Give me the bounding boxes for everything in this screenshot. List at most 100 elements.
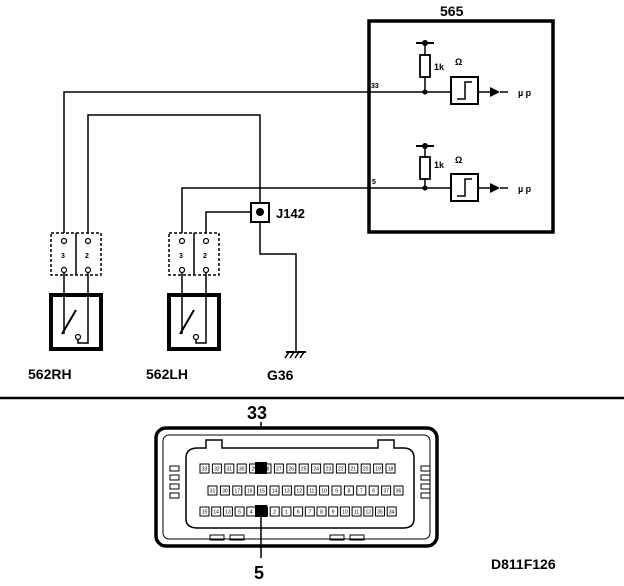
input-circuit-33: 1k Ω 33 µ p (369, 40, 532, 105)
figure-id: D811F126 (491, 556, 556, 572)
connector-pin (207, 485, 218, 496)
module-title: 565 (440, 3, 464, 19)
pullup-resistor (419, 156, 431, 180)
ground-g36: G36 (267, 351, 306, 383)
connector-pin-number: 11 (354, 510, 359, 516)
trigger-symbol-icon (457, 178, 472, 197)
connector-pin (381, 485, 392, 496)
ground-label: G36 (267, 367, 294, 383)
connector-pin (211, 506, 222, 517)
door-switch-562lh: 3 2 562LH (146, 232, 221, 382)
connector-pin-number: 25 (301, 467, 307, 473)
connector-pin (219, 485, 230, 496)
connector-ribs (169, 465, 431, 541)
connector-pin (319, 485, 330, 496)
connector-pin-number: 17 (235, 489, 241, 495)
wire-rh-to-j142 (87, 114, 261, 237)
connector-pin (316, 506, 327, 517)
connector-pin (348, 463, 359, 474)
resistor-label: 1k (434, 62, 445, 72)
connector-pin-number: 37 (383, 489, 389, 495)
connector-pin (281, 506, 292, 517)
connector-pin-number: 9 (335, 489, 338, 495)
connector-pin (368, 485, 379, 496)
connector-pin (306, 485, 317, 496)
terminal-label: 2 (203, 253, 207, 260)
connector-pin (236, 463, 247, 474)
connector-pin-number: 8 (348, 489, 351, 495)
connector-pin (363, 506, 374, 517)
connector-pin-number: 12 (297, 489, 303, 495)
connector-pin-number: 15 (202, 510, 208, 516)
arrow-right-icon (490, 87, 500, 97)
connector-pin-number: 35 (377, 510, 383, 516)
connector-pin-number: 9 (332, 510, 335, 516)
connector-pin-number: 12 (366, 510, 372, 516)
connector-pin-number: 16 (247, 489, 253, 495)
connector-pin (335, 463, 346, 474)
connector-pin (339, 506, 350, 517)
trigger-symbol-icon (457, 81, 472, 100)
connector-pin-number: 20 (363, 467, 369, 473)
connector-pin-number: 1 (285, 510, 288, 516)
connector-pin-number: 4 (250, 510, 253, 516)
connector-pin-number: 31 (227, 467, 233, 473)
ecu-connector-view: 33 33323130292827262524232221201918 3130… (154, 403, 439, 583)
connector-pin-number: 36 (396, 489, 402, 495)
highlighted-pin-33 (255, 462, 267, 474)
connector-pin (311, 463, 322, 474)
connector-pin (385, 463, 396, 474)
connector-pin-number: 26 (289, 467, 295, 473)
terminal-label: 2 (85, 253, 89, 260)
wire-lh-to-pin-5 (181, 187, 369, 237)
connector-pin (356, 485, 367, 496)
pin-row-3: 1514135432167891011123534 (199, 506, 397, 517)
connector-pin (286, 463, 297, 474)
wire-j142-to-ground (259, 222, 297, 352)
connector-pin (343, 485, 354, 496)
connector-face (185, 439, 415, 529)
connector-pin (323, 463, 334, 474)
connector-pin (199, 506, 210, 517)
connector-pin (375, 506, 385, 517)
resistor-label: 1k (434, 160, 445, 170)
junction-j142: J142 (250, 202, 305, 223)
connector-pin-number: 13 (284, 489, 290, 495)
connector-pin (351, 506, 362, 517)
connector-pin (222, 506, 233, 517)
wire-rh-to-pin-33 (63, 91, 369, 237)
connector-pin-number: 19 (375, 467, 381, 473)
connector-pin (269, 506, 280, 517)
connector-pin-number: 7 (308, 510, 311, 516)
connector-pin-number: 23 (326, 467, 332, 473)
connector-pin-number: 14 (213, 510, 219, 516)
input-circuit-5: 1k Ω 5 µ p (369, 143, 532, 202)
microprocessor-label: µ p (518, 184, 532, 194)
connector-pin-number: 30 (222, 489, 228, 495)
connector-pin-number: 33 (202, 467, 208, 473)
switch-body (49, 293, 103, 351)
connector-pin (232, 485, 243, 496)
connector-pin-number: 8 (320, 510, 323, 516)
switch-label: 562RH (28, 366, 72, 382)
connector-pin-number: 32 (214, 467, 220, 473)
connector-pin (199, 463, 210, 474)
connector-pin-number: 31 (210, 489, 216, 495)
connector-pin (293, 506, 304, 517)
connector-pin-number: 27 (276, 467, 282, 473)
connector-pin-label-bottom: 5 (254, 563, 264, 583)
door-switch-562rh: 3 2 562RH (28, 232, 103, 382)
connector-pin-number: 30 (239, 467, 245, 473)
connector-pin (298, 463, 309, 474)
connector-pin-number: 10 (342, 510, 348, 516)
pin-number-33: 33 (371, 83, 379, 90)
connector-pin-number: 22 (338, 467, 344, 473)
junction-label: J142 (276, 206, 305, 221)
microprocessor-label: µ p (518, 88, 532, 98)
connector-pin (331, 485, 342, 496)
connector-pin-number: 15 (259, 489, 265, 495)
connector-pin-label-top: 33 (247, 403, 267, 423)
connector-pin (224, 463, 235, 474)
